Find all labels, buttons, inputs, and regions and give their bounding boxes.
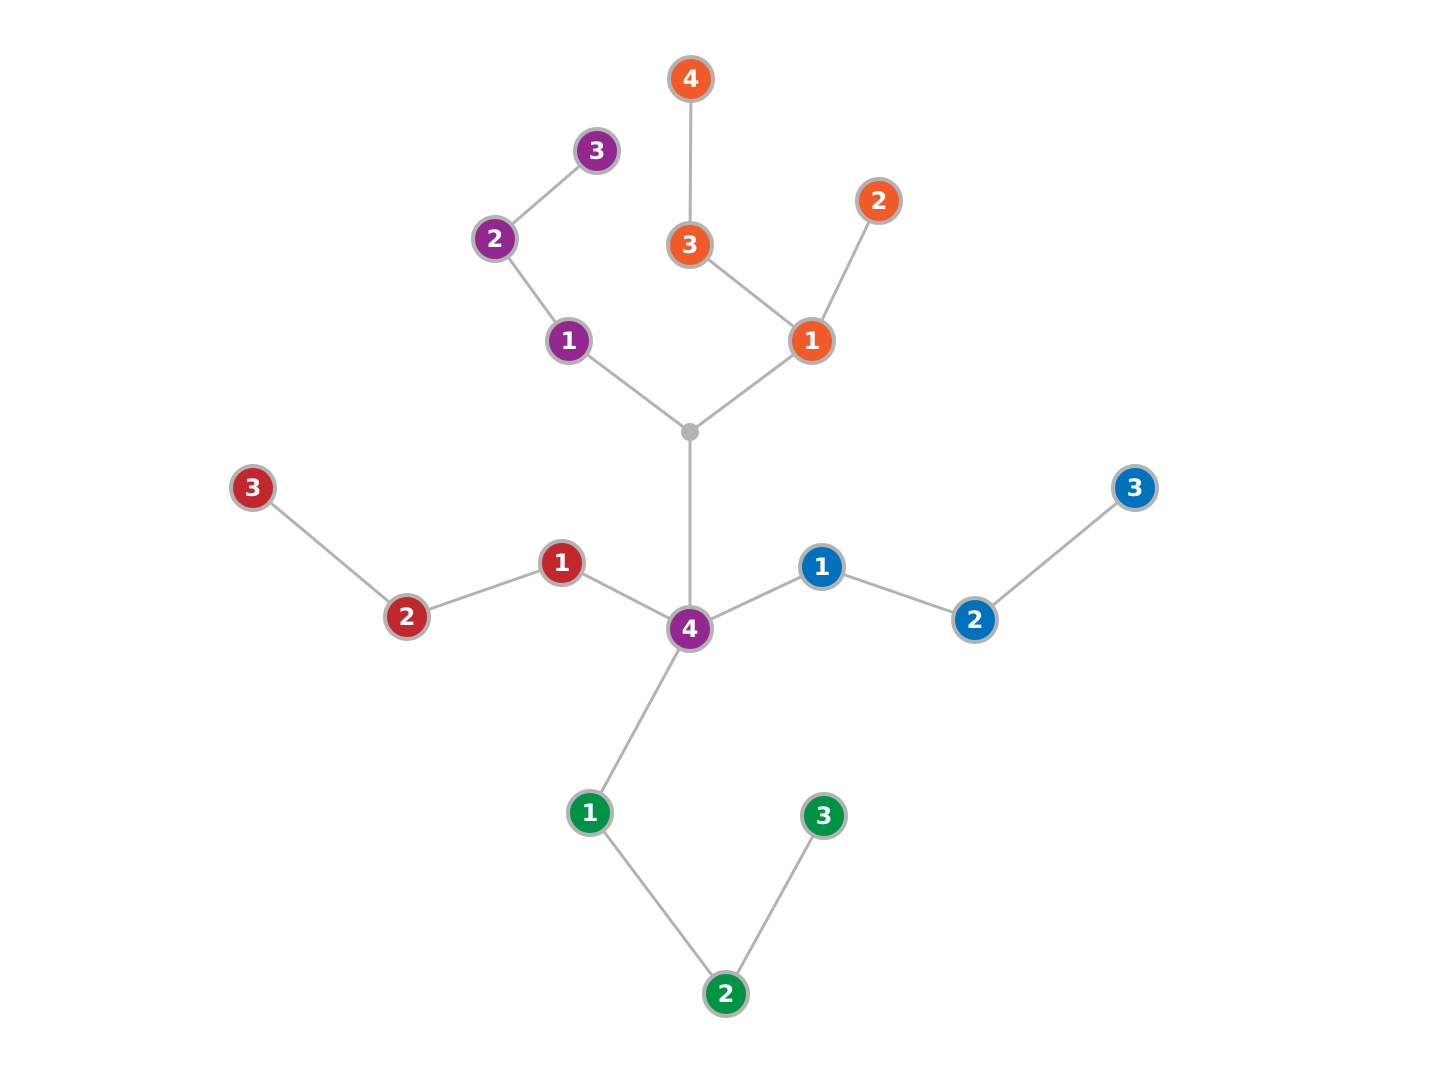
edge-center-4-green-1 [588,628,692,814]
node-red-2: 2 [383,593,431,641]
node-label: 2 [967,606,984,634]
junctions-layer [681,423,699,441]
edge-green-2-green-3 [724,815,826,995]
node-purple-2: 2 [471,215,519,263]
node-circle [667,55,715,103]
node-label: 2 [718,980,735,1008]
node-center-4: 4 [666,605,714,653]
node-green-2: 2 [702,970,750,1018]
node-circle [800,792,848,840]
node-label: 4 [683,65,700,93]
node-label: 3 [1127,474,1144,502]
edge-orange-3-orange-1 [689,243,813,343]
node-label: 3 [245,474,262,502]
edge-blue-2-blue-3 [974,486,1136,622]
node-label: 3 [816,802,833,830]
node-circle [229,464,277,512]
node-red-1: 1 [538,539,586,587]
edge-blue-1-blue-2 [821,565,976,622]
node-circle [702,970,750,1018]
edge-orange-4-orange-3 [688,78,693,246]
node-orange-2: 2 [855,177,903,225]
node-circle [666,221,714,269]
node-circle [1111,464,1159,512]
node-purple-3: 3 [573,127,621,175]
node-circle [573,127,621,175]
edge-red-2-red-1 [406,561,563,619]
edge-orange-2-orange-1 [810,200,881,342]
node-circle [951,596,999,644]
nodes-layer: 3 2 1 4 3 2 1 3 2 1 4 1 2 3 1 2 3 [229,55,1159,1018]
node-orange-4: 4 [667,55,715,103]
node-label: 1 [561,327,578,355]
node-label: 2 [399,603,416,631]
node-orange-1: 1 [788,317,836,365]
node-circle [471,215,519,263]
node-circle [545,317,593,365]
node-orange-3: 3 [666,221,714,269]
node-label: 1 [804,327,821,355]
edges-layer [252,78,1136,995]
edge-red-1-center-4 [561,561,691,631]
edge-purple-1-junction [568,339,691,434]
node-green-1: 1 [566,789,614,837]
node-label: 1 [554,549,571,577]
node-blue-2: 2 [951,596,999,644]
node-red-3: 3 [229,464,277,512]
node-purple-1: 1 [545,317,593,365]
node-circle [383,593,431,641]
node-label: 1 [814,553,831,581]
node-blue-1: 1 [798,543,846,591]
node-circle [538,539,586,587]
node-circle [798,543,846,591]
node-circle [566,789,614,837]
node-label: 1 [582,799,599,827]
edge-center-4-blue-1 [689,565,823,631]
edge-green-1-green-2 [588,812,728,995]
node-label: 3 [589,137,606,165]
edge-orange-1-junction [689,339,813,434]
node-blue-3: 3 [1111,464,1159,512]
node-label: 2 [871,187,888,215]
edge-red-3-red-2 [252,486,408,619]
node-label: 4 [682,615,699,643]
node-green-3: 3 [800,792,848,840]
node-circle [788,317,836,365]
node-label: 3 [682,231,699,259]
node-circle [855,177,903,225]
node-label: 2 [487,225,504,253]
junction-dot [681,423,699,441]
node-circle [666,605,714,653]
